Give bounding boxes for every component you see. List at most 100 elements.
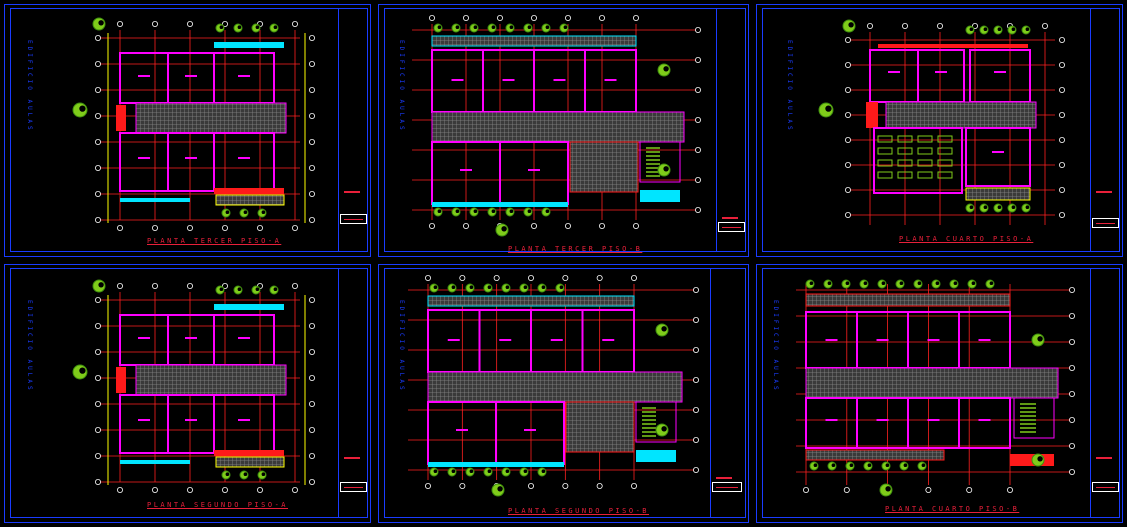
axis-bubble bbox=[308, 35, 315, 42]
planter bbox=[215, 456, 285, 468]
title-block-stamp bbox=[712, 482, 742, 492]
room-label bbox=[602, 339, 615, 341]
room-label bbox=[185, 419, 197, 421]
axis-bubble bbox=[633, 222, 640, 229]
side-label: EDIFICIO AULAS bbox=[772, 300, 779, 393]
tree-symbol-detail bbox=[969, 27, 974, 32]
axis-bubble bbox=[291, 486, 298, 493]
tree-symbol-detail bbox=[1037, 456, 1043, 462]
balcony bbox=[431, 35, 637, 47]
classroom bbox=[213, 52, 275, 104]
axis-bubble bbox=[925, 486, 932, 493]
classroom bbox=[969, 49, 1031, 103]
tree-symbol-detail bbox=[663, 166, 669, 172]
laboratory bbox=[873, 127, 963, 194]
axis-bubble bbox=[117, 282, 124, 289]
sheet-inner-3 bbox=[762, 8, 1120, 252]
axis-bubble bbox=[308, 426, 315, 433]
axis-bubble bbox=[186, 20, 193, 27]
sheet-frame-4 bbox=[4, 264, 371, 523]
axis-bubble bbox=[221, 282, 228, 289]
title-block-5 bbox=[710, 268, 746, 518]
tree-symbol-detail bbox=[469, 469, 474, 474]
desk bbox=[877, 135, 893, 143]
stair-block bbox=[116, 105, 126, 131]
axis-bubble bbox=[117, 224, 124, 231]
axis-bubble bbox=[693, 286, 700, 293]
corridor bbox=[805, 367, 1059, 399]
sheet-caption: PLANTA SEGUNDO PISO-A bbox=[147, 501, 289, 509]
room-label bbox=[238, 157, 250, 159]
axis-bubble bbox=[599, 14, 606, 21]
axis-bubble bbox=[845, 62, 852, 69]
title-block-4 bbox=[338, 268, 368, 518]
room-label bbox=[825, 419, 838, 421]
axis-bubble bbox=[256, 486, 263, 493]
axis-bubble bbox=[308, 296, 315, 303]
balcony bbox=[214, 42, 284, 48]
room-label bbox=[978, 419, 991, 421]
room-label bbox=[499, 339, 512, 341]
tree-symbol-detail bbox=[451, 469, 456, 474]
side-label: EDIFICIO AULAS bbox=[398, 40, 405, 133]
axis-bubble bbox=[966, 486, 973, 493]
axis-bubble bbox=[424, 482, 431, 489]
tree-symbol-detail bbox=[469, 285, 474, 290]
axis-bubble bbox=[291, 224, 298, 231]
side-label: EDIFICIO AULAS bbox=[26, 300, 33, 393]
room-label bbox=[825, 339, 838, 341]
axis-bubble bbox=[803, 486, 810, 493]
desk bbox=[917, 171, 933, 179]
room-label bbox=[876, 419, 889, 421]
sheet-inner-6 bbox=[762, 268, 1120, 518]
desk bbox=[937, 171, 953, 179]
axis-bubble bbox=[462, 14, 469, 21]
room-label bbox=[927, 339, 940, 341]
tree-symbol-detail bbox=[255, 287, 260, 292]
tree-symbol-detail bbox=[497, 486, 503, 492]
room-label bbox=[550, 339, 563, 341]
tree-symbol-detail bbox=[867, 463, 872, 468]
tree-symbol-detail bbox=[541, 469, 546, 474]
classroom bbox=[495, 401, 565, 465]
axis-bubble bbox=[1059, 211, 1066, 218]
axis-bubble bbox=[308, 348, 315, 355]
axis-bubble bbox=[95, 348, 102, 355]
axis-bubble bbox=[308, 400, 315, 407]
tree-symbol-detail bbox=[219, 287, 224, 292]
room-label bbox=[502, 79, 515, 81]
tree-symbol-detail bbox=[225, 472, 230, 477]
tree-symbol-detail bbox=[1037, 336, 1043, 342]
tree-symbol-detail bbox=[98, 20, 104, 26]
balcony bbox=[428, 462, 564, 467]
axis-bubble bbox=[459, 482, 466, 489]
classroom bbox=[958, 397, 1011, 449]
axis-bubble bbox=[424, 274, 431, 281]
desk bbox=[877, 171, 893, 179]
desk bbox=[917, 147, 933, 155]
tree-symbol-detail bbox=[661, 326, 667, 332]
classroom bbox=[213, 314, 275, 366]
sheet-inner-1 bbox=[10, 8, 368, 252]
sheet-frame-2 bbox=[378, 4, 749, 257]
axis-bubble bbox=[693, 376, 700, 383]
axis-bubble bbox=[291, 282, 298, 289]
tree-symbol-detail bbox=[983, 27, 988, 32]
classroom bbox=[917, 49, 965, 103]
axis-bubble bbox=[845, 112, 852, 119]
axis-bubble bbox=[428, 14, 435, 21]
axis-bubble bbox=[845, 211, 852, 218]
tree-symbol-detail bbox=[527, 209, 532, 213]
balcony bbox=[120, 198, 190, 202]
axis-bubble bbox=[117, 20, 124, 27]
balcony bbox=[432, 202, 568, 207]
stair-hall bbox=[1013, 397, 1055, 439]
desk bbox=[877, 159, 893, 167]
axis-bubble bbox=[308, 164, 315, 171]
tree-symbol-detail bbox=[848, 22, 854, 28]
tree-symbol-detail bbox=[261, 210, 266, 214]
axis-bubble bbox=[845, 87, 852, 94]
tree-symbol-detail bbox=[997, 205, 1002, 209]
planter bbox=[965, 187, 1031, 201]
